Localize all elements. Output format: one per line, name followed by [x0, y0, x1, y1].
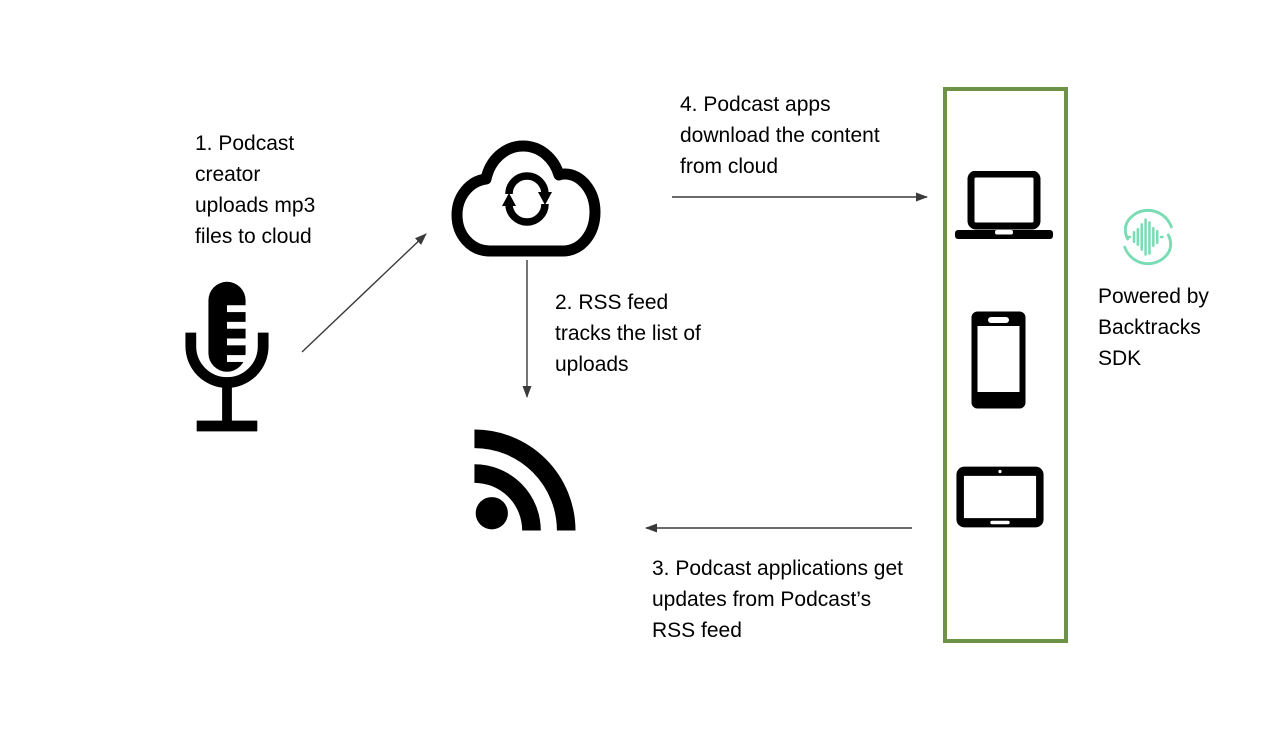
step2-line: uploads [555, 353, 629, 376]
smartphone-icon [971, 311, 1026, 409]
step3-label: 3. Podcast applications get updates from… [652, 553, 957, 646]
step1-line: 1. Podcast [195, 132, 295, 155]
step1-line: creator [195, 163, 261, 186]
step1-line: files to cloud [195, 225, 312, 248]
step2-line: 2. RSS feed [555, 291, 669, 314]
microphone-icon [183, 281, 271, 439]
step3-line: 3. Podcast applications get [652, 557, 903, 580]
powered-by-label: Powered by Backtracks SDK [1098, 281, 1248, 374]
step3-line: updates from Podcast’s [652, 588, 872, 611]
laptop-icon [954, 171, 1054, 243]
backtracks-logo-icon [1117, 206, 1179, 268]
step3-line: RSS feed [652, 619, 742, 642]
powered-by-line: Powered by [1098, 285, 1209, 308]
step4-line: from cloud [680, 155, 779, 178]
step4-label: 4. Podcast apps download the content fro… [680, 89, 935, 182]
step1-line: uploads mp3 [195, 194, 316, 217]
cloud-sync-icon [449, 135, 609, 257]
step1-label: 1. Podcast creator uploads mp3 files to … [195, 128, 345, 252]
rss-feed-icon [467, 414, 591, 538]
step4-line: download the content [680, 124, 880, 147]
devices-box [943, 87, 1068, 643]
step4-line: 4. Podcast apps [680, 93, 831, 116]
powered-by-line: Backtracks [1098, 316, 1201, 339]
step2-line: tracks the list of [555, 322, 701, 345]
tablet-icon [956, 466, 1044, 528]
step2-label: 2. RSS feed tracks the list of uploads [555, 287, 745, 380]
powered-by-line: SDK [1098, 347, 1142, 370]
